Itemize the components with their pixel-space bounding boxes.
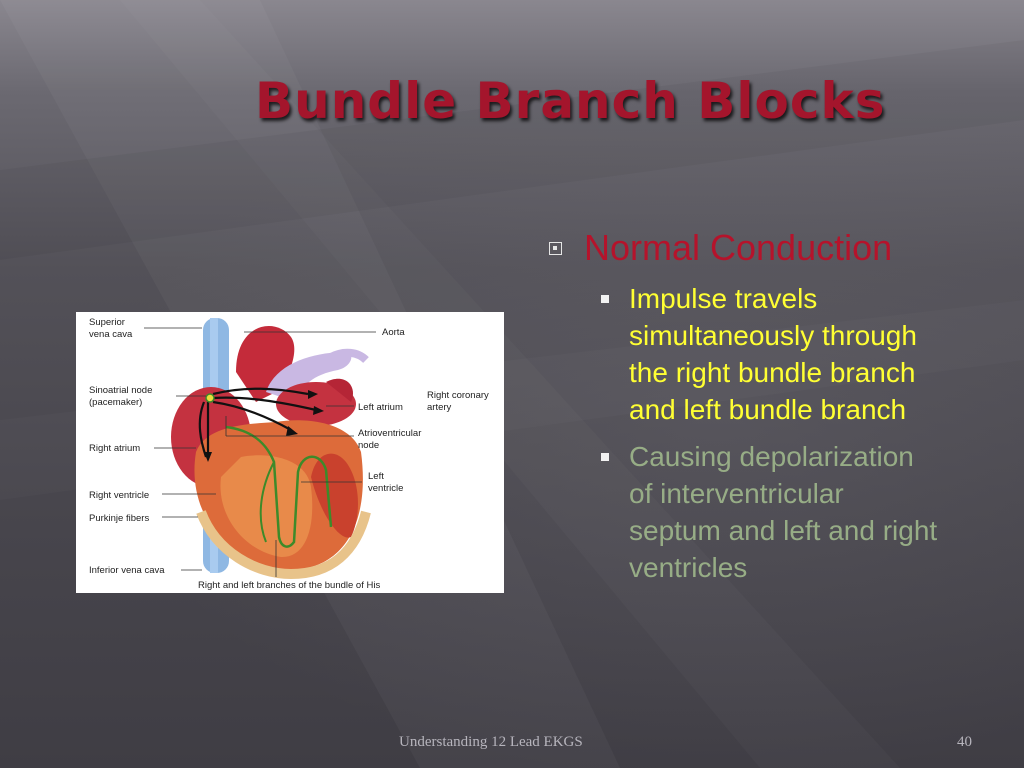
bullet-level1: Normal Conduction (546, 226, 1006, 270)
label-right-atrium: Right atrium (89, 443, 140, 454)
label-left-ventricle-2: ventricle (368, 483, 403, 494)
label-superior-vena-cava-2: vena cava (89, 329, 133, 340)
label-superior-vena-cava-1: Superior (89, 317, 125, 328)
heart-conduction-diagram: Superior vena cava Aorta Sinoatrial node… (76, 312, 504, 593)
sub-bullet-depolarization-text: Causing depolarization of interventricul… (629, 441, 938, 583)
label-sinoatrial-node-2: (pacemaker) (89, 397, 142, 408)
label-bundle-of-his: Right and left branches of the bundle of… (198, 580, 380, 591)
label-purkinje-fibers: Purkinje fibers (89, 513, 149, 524)
heart-conduction-icon: Superior vena cava Aorta Sinoatrial node… (89, 317, 489, 591)
filled-square-bullet-icon (601, 295, 609, 303)
bullet-list: Normal Conduction Impulse travels simult… (546, 226, 1006, 586)
label-atrioventricular-node-1: Atrioventricular (358, 428, 421, 439)
sub-bullet-impulse: Impulse travels simultaneously through t… (546, 280, 939, 428)
label-right-coronary-artery-1: Right coronary (427, 390, 489, 401)
filled-square-bullet-icon (601, 453, 609, 461)
label-right-coronary-artery-2: artery (427, 402, 452, 413)
label-right-ventricle: Right ventricle (89, 490, 149, 501)
page-number: 40 (957, 734, 972, 750)
square-bullet-icon (549, 242, 562, 255)
label-aorta: Aorta (382, 327, 405, 338)
label-left-atrium: Left atrium (358, 402, 403, 413)
label-inferior-vena-cava: Inferior vena cava (89, 565, 165, 576)
label-left-ventricle-1: Left (368, 471, 384, 482)
slide-title: Bundle Branch Blocks (255, 72, 886, 130)
sub-bullet-depolarization: Causing depolarization of interventricul… (546, 438, 939, 586)
label-atrioventricular-node-2: node (358, 440, 379, 451)
footer-text: Understanding 12 Lead EKGS (399, 734, 583, 750)
bullet-level1-text: Normal Conduction (584, 227, 893, 268)
label-sinoatrial-node-1: Sinoatrial node (89, 385, 152, 396)
sub-bullet-impulse-text: Impulse travels simultaneously through t… (629, 283, 917, 425)
